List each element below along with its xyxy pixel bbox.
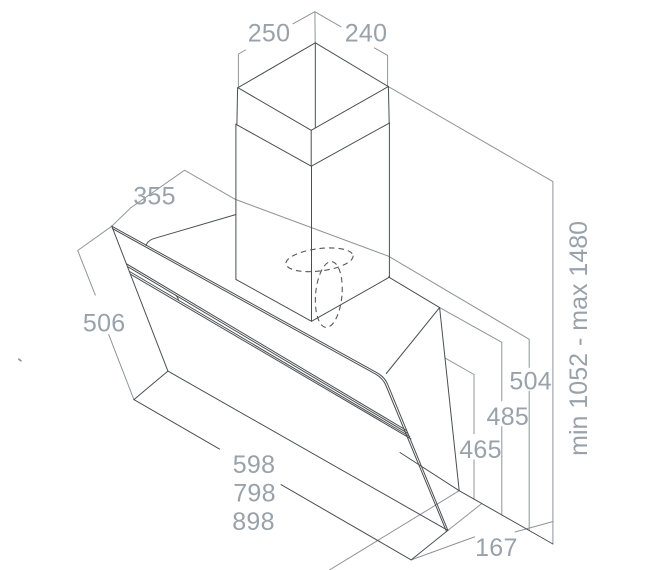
svg-text:355: 355 [133,183,176,211]
svg-text:798: 798 [233,480,276,508]
svg-text:250: 250 [248,20,291,48]
svg-text:min 1052 - max 1480: min 1052 - max 1480 [565,221,593,456]
svg-text:898: 898 [232,508,275,536]
svg-text:240: 240 [345,20,388,48]
svg-text:465: 465 [459,436,502,464]
svg-text:485: 485 [486,403,529,431]
svg-text:598: 598 [233,451,276,479]
svg-text:506: 506 [83,310,126,338]
svg-text:504: 504 [509,368,552,396]
svg-text:167: 167 [475,534,518,562]
